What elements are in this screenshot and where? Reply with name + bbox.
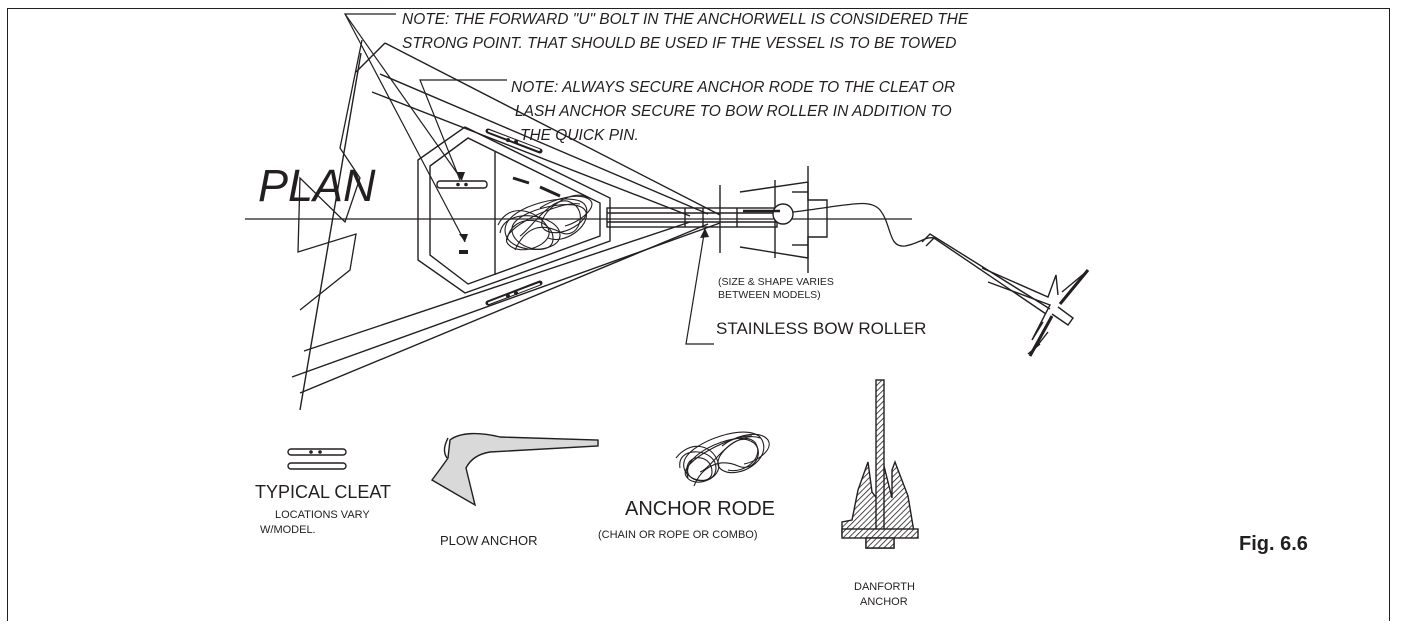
anchor-note-leader-line (419, 79, 507, 181)
legend-danforth-line-1: DANFORTH (854, 581, 915, 593)
anchor-note-line-3: THE QUICK PIN. (520, 127, 639, 144)
bow-roller-leader (685, 227, 714, 345)
anchor-stock-lower (1028, 315, 1054, 357)
anchorwell-rode-coil (497, 194, 593, 251)
legend-cleat-icon (287, 448, 347, 470)
figure-frame (7, 8, 1390, 621)
legend-cleat-label: TYPICAL CLEAT (255, 482, 391, 502)
legend-rode-label: ANCHOR RODE (625, 498, 775, 520)
ubolt-leader (344, 13, 466, 243)
plan-view-label: PLAN (258, 160, 376, 211)
towing-note-line-1: NOTE: THE FORWARD "U" BOLT IN THE ANCHOR… (402, 11, 969, 28)
anchor-stock-upper (1058, 269, 1090, 305)
bow-roller-note-line-2: BETWEEN MODELS) (718, 289, 821, 301)
bow-roller-arrowhead (700, 228, 709, 238)
bow-roller-label: STAINLESS BOW ROLLER (716, 319, 926, 338)
anchorwell-cleat (436, 180, 488, 189)
ubolt-leader-arrowhead (459, 234, 468, 242)
anchor-note-line-2: LASH ANCHOR SECURE TO BOW ROLLER IN ADDI… (515, 103, 952, 120)
deck-cleat-bottom (485, 280, 543, 306)
chock-1 (512, 176, 530, 185)
note-leader-lines (343, 13, 466, 243)
deployed-anchor (921, 233, 1087, 355)
legend-cleat-note-line-2: W/MODEL. (260, 524, 316, 536)
legend-plow-anchor-icon (430, 432, 599, 507)
hull-break-line (297, 39, 363, 311)
legend-plow-anchor-label: PLOW ANCHOR (440, 533, 538, 548)
deck-cleat-top (485, 128, 543, 154)
u-bolt (459, 250, 468, 254)
legend-danforth-anchor-icon (841, 379, 919, 549)
bow-roller-assembly (606, 166, 828, 273)
plow-anchor-shank-edge (443, 437, 449, 459)
rode-to-anchor (792, 202, 935, 247)
legend-danforth-line-2: ANCHOR (860, 596, 908, 608)
legend-cleat-note-line-1: LOCATIONS VARY (275, 509, 370, 521)
hull-outline (291, 42, 721, 411)
bow-roller-note-line-1: (SIZE & SHAPE VARIES (718, 276, 834, 288)
legend-rode-note: (CHAIN OR ROPE OR COMBO) (598, 529, 758, 541)
chock-2 (539, 185, 561, 198)
towing-leader-arrowhead (456, 172, 465, 180)
legend-rode-coil-icon (675, 431, 770, 487)
figure-label: Fig. 6.6 (1239, 533, 1308, 555)
anchorwell (417, 126, 611, 294)
roller-wheel (772, 203, 794, 225)
anchor-note-line-1: NOTE: ALWAYS SECURE ANCHOR RODE TO THE C… (511, 79, 955, 96)
towing-note-line-2: STRONG POINT. THAT SHOULD BE USED IF THE… (402, 35, 956, 52)
